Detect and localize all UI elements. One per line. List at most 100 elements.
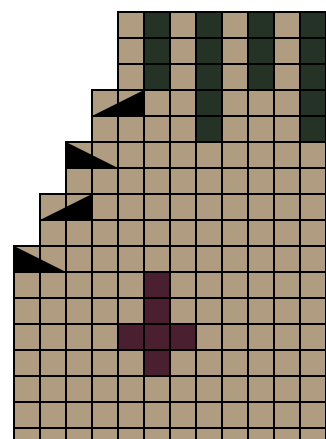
tile-cell	[300, 246, 326, 272]
tile-cell	[196, 402, 222, 428]
cross-cell	[144, 324, 170, 350]
tile-cell	[300, 298, 326, 324]
tile-cell	[170, 116, 196, 142]
tile-cell	[66, 246, 92, 272]
tile-cell	[222, 64, 248, 90]
tile-cell	[92, 272, 118, 298]
tile-cell	[170, 246, 196, 272]
tile-cell	[248, 272, 274, 298]
tile-cell	[14, 298, 40, 324]
tile-cell	[222, 90, 248, 116]
tile-cell	[66, 220, 92, 246]
cross-cell	[118, 324, 144, 350]
tile-cell	[222, 350, 248, 376]
tile-cell	[14, 428, 40, 439]
tile-cell	[66, 376, 92, 402]
tile-cell	[196, 298, 222, 324]
tile-cell	[300, 350, 326, 376]
tile-cell	[248, 168, 274, 194]
tile-cell	[118, 402, 144, 428]
tile-cell	[118, 272, 144, 298]
tile-cell	[144, 116, 170, 142]
tile-cell	[66, 350, 92, 376]
tile-cell	[170, 38, 196, 64]
tile-cell	[300, 142, 326, 168]
tile-cell	[66, 402, 92, 428]
tile-cell	[274, 402, 300, 428]
tile-cell	[222, 38, 248, 64]
tile-cell	[118, 116, 144, 142]
tile-cell	[196, 376, 222, 402]
tile-cell	[40, 324, 66, 350]
tile-cell	[222, 168, 248, 194]
tile-cell	[170, 90, 196, 116]
tile-cell	[66, 324, 92, 350]
tile-cell	[196, 272, 222, 298]
tile-cell	[196, 168, 222, 194]
stripe-cell	[300, 64, 326, 90]
tile-cell	[300, 428, 326, 439]
tile-cell	[92, 220, 118, 246]
stripe-cell	[300, 38, 326, 64]
tile-cell	[170, 428, 196, 439]
tile-cell	[196, 220, 222, 246]
tile-cell	[40, 402, 66, 428]
tile-cell	[118, 12, 144, 38]
tile-cell	[92, 168, 118, 194]
tile-cell	[40, 376, 66, 402]
tile-cell	[274, 350, 300, 376]
tile-cell	[92, 298, 118, 324]
tile-cell	[222, 298, 248, 324]
tile-cell	[274, 168, 300, 194]
tile-cell	[170, 350, 196, 376]
tile-cell	[144, 90, 170, 116]
tile-cell	[248, 350, 274, 376]
stripe-cell	[196, 12, 222, 38]
tile-cell	[40, 272, 66, 298]
tile-cell	[170, 298, 196, 324]
tile-cell	[144, 168, 170, 194]
tile-cell	[274, 64, 300, 90]
tile-cell	[196, 194, 222, 220]
tile-cell	[300, 324, 326, 350]
tile-cell	[248, 298, 274, 324]
tile-cell	[248, 376, 274, 402]
tile-cell	[118, 428, 144, 439]
tile-cell	[118, 220, 144, 246]
tile-cell	[40, 350, 66, 376]
tile-cell	[248, 402, 274, 428]
tile-cell	[92, 246, 118, 272]
stripe-cell	[144, 38, 170, 64]
tile-cell	[300, 402, 326, 428]
tile-cell	[40, 220, 66, 246]
tile-cell	[118, 194, 144, 220]
tile-cell	[248, 428, 274, 439]
tile-cell	[66, 298, 92, 324]
tile-cell	[222, 194, 248, 220]
tile-cell	[144, 402, 170, 428]
tile-cell	[222, 246, 248, 272]
tile-cell	[274, 12, 300, 38]
tile-cell	[144, 220, 170, 246]
tile-cell	[196, 246, 222, 272]
tile-cell	[14, 376, 40, 402]
tile-cell	[300, 376, 326, 402]
tile-cell	[196, 350, 222, 376]
tile-cell	[118, 64, 144, 90]
stripe-cell	[300, 12, 326, 38]
tile-cell	[248, 220, 274, 246]
tile-cell	[274, 194, 300, 220]
tile-cell	[170, 402, 196, 428]
tile-cell	[274, 142, 300, 168]
tile-cell	[144, 194, 170, 220]
tile-cell	[170, 142, 196, 168]
tile-cell	[144, 376, 170, 402]
tile-cell	[300, 272, 326, 298]
tile-cell	[274, 428, 300, 439]
tile-cell	[222, 116, 248, 142]
tile-cell	[274, 38, 300, 64]
tile-cell	[222, 324, 248, 350]
tile-cell	[300, 168, 326, 194]
tile-cell	[248, 324, 274, 350]
